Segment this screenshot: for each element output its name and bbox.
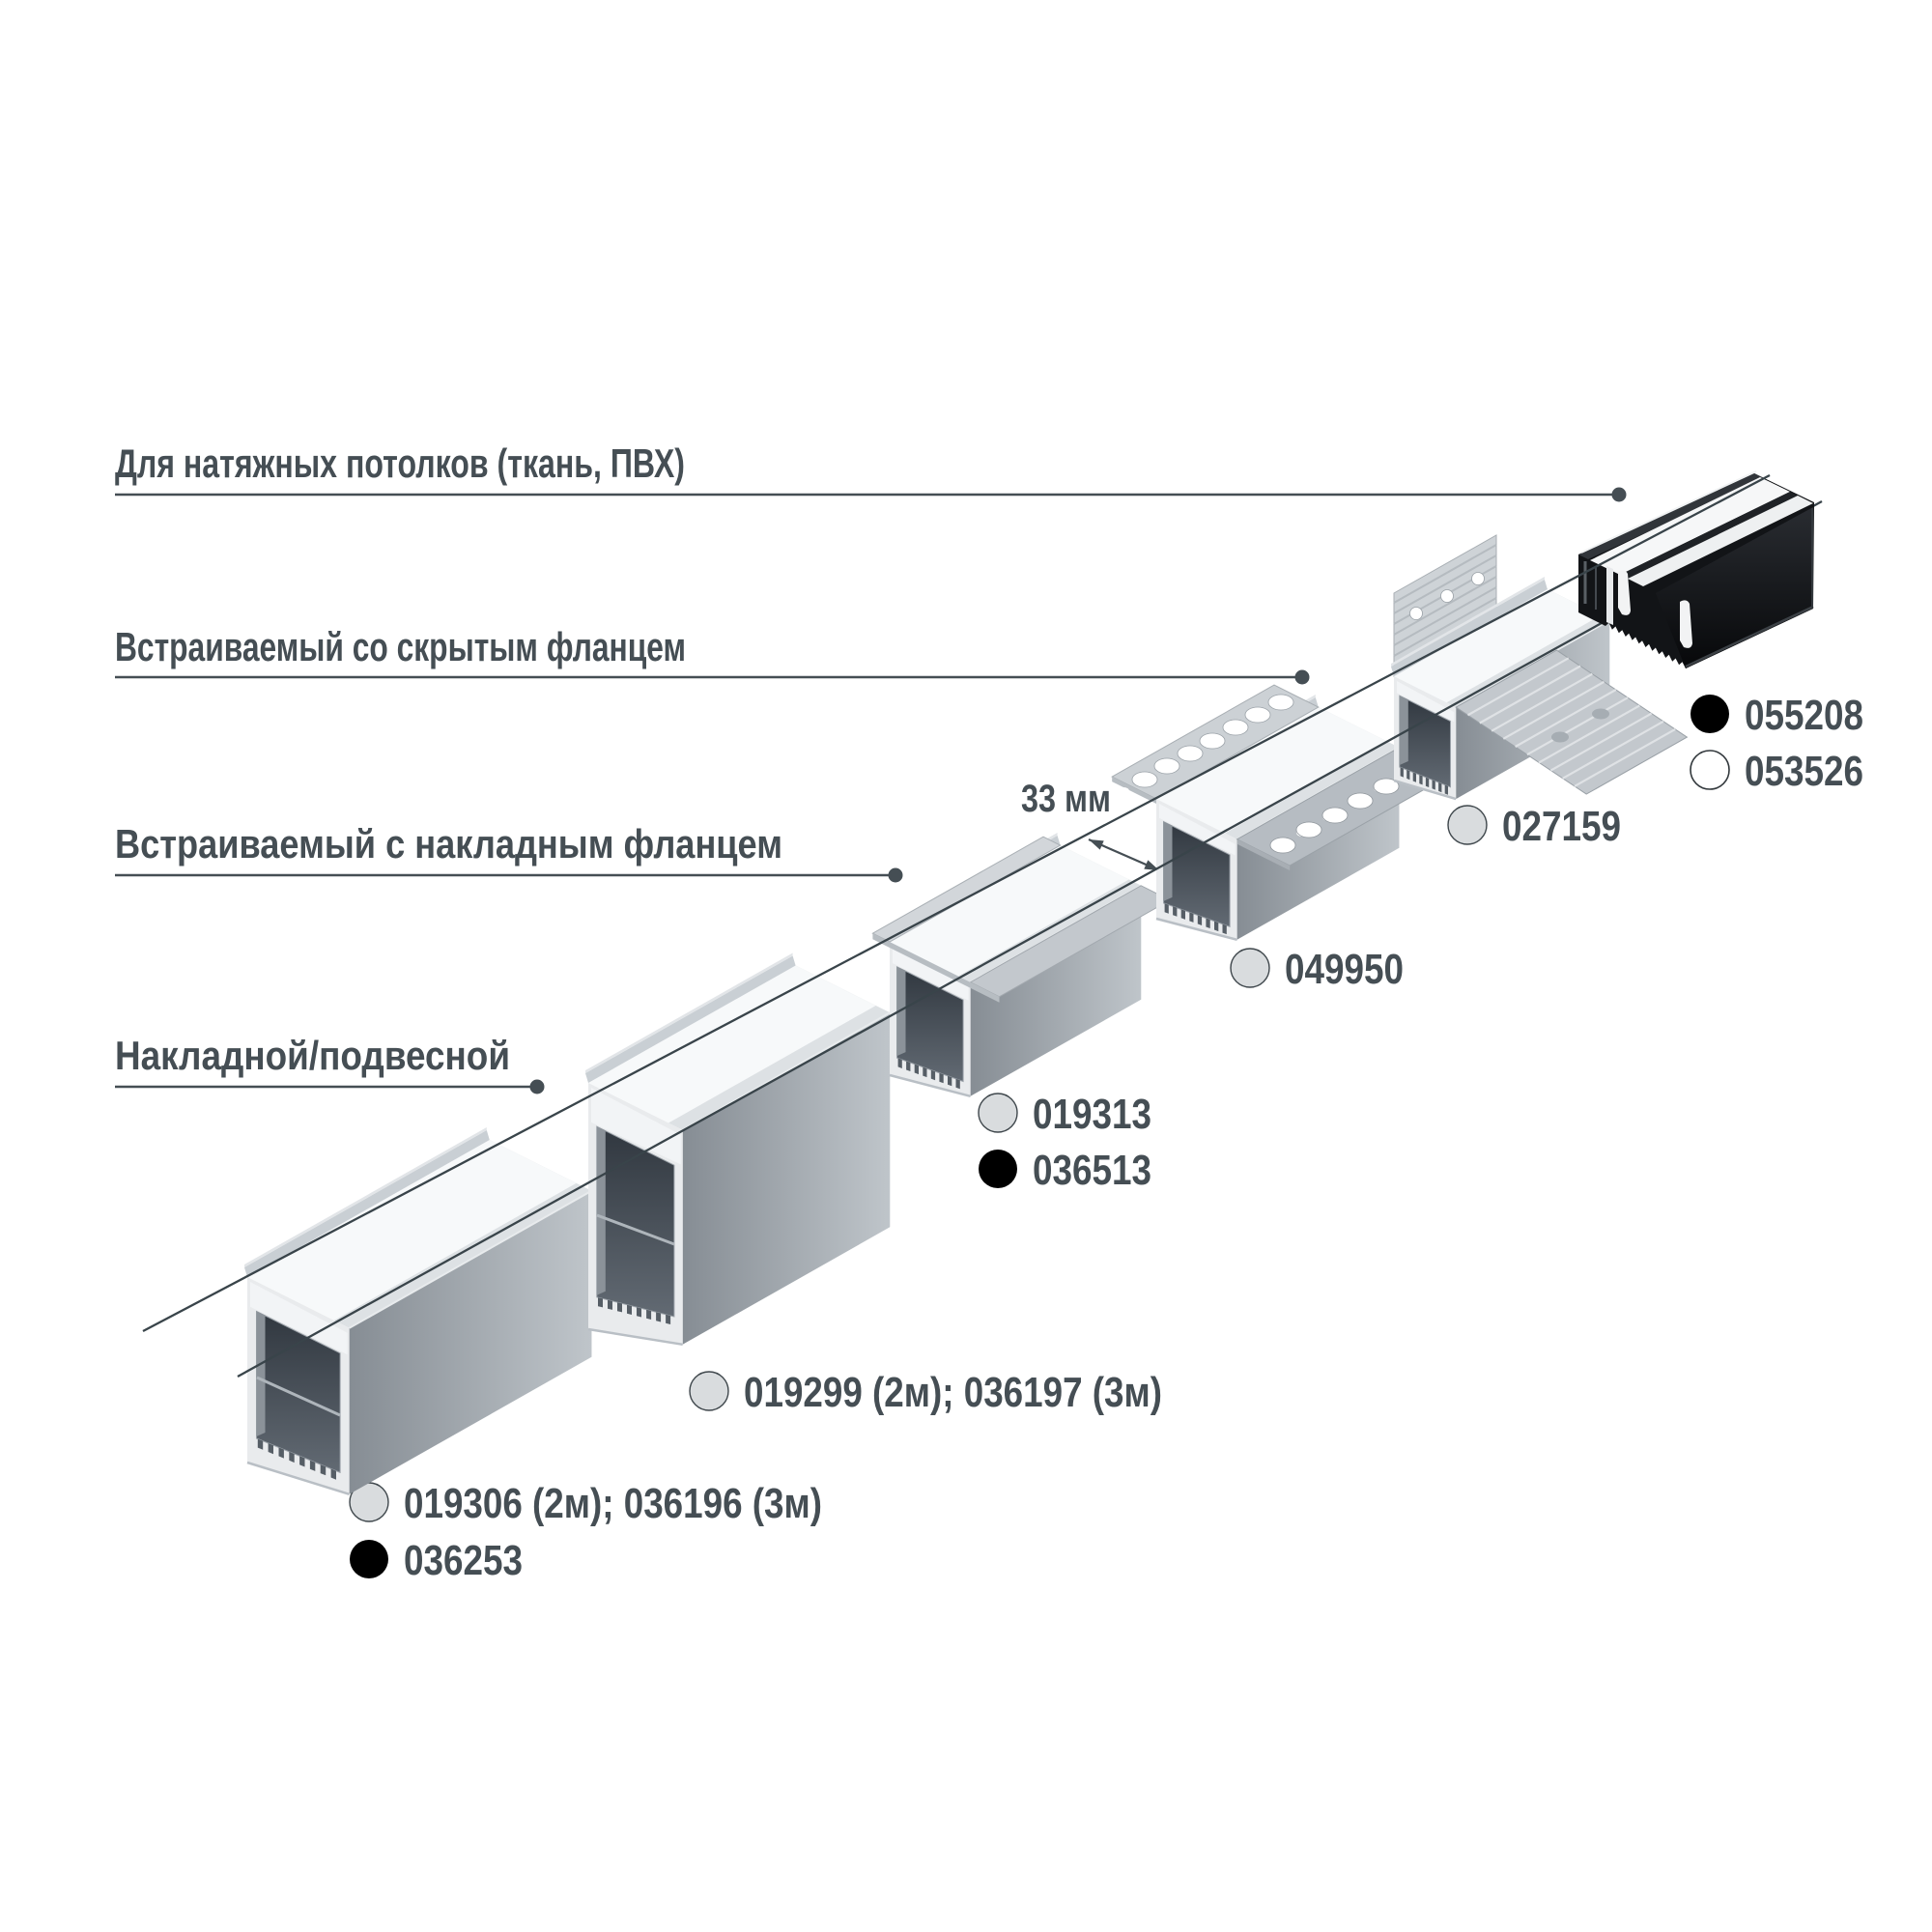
svg-text:036253: 036253 xyxy=(404,1537,523,1584)
svg-text:019313: 019313 xyxy=(1033,1091,1151,1138)
svg-text:036513: 036513 xyxy=(1033,1147,1151,1194)
svg-text:Встраиваемый с накладным фланц: Встраиваемый с накладным фланцем xyxy=(115,821,782,867)
svg-text:027159: 027159 xyxy=(1502,803,1621,850)
svg-text:Встраиваемый со скрытым фланце: Встраиваемый со скрытым фланцем xyxy=(115,624,686,669)
svg-text:019306 (2м); 036196 (3м): 019306 (2м); 036196 (3м) xyxy=(404,1480,822,1527)
svg-text:Для натяжных потолков (ткань,: Для натяжных потолков (ткань, ПВХ) xyxy=(115,440,685,486)
svg-text:33 мм: 33 мм xyxy=(1021,778,1111,820)
svg-text:019299 (2м); 036197 (3м): 019299 (2м); 036197 (3м) xyxy=(744,1369,1162,1416)
svg-text:055208: 055208 xyxy=(1745,692,1863,739)
svg-text:049950: 049950 xyxy=(1285,946,1404,993)
svg-text:053526: 053526 xyxy=(1745,748,1863,795)
svg-text:Накладной/подвесной: Накладной/подвесной xyxy=(115,1033,510,1078)
